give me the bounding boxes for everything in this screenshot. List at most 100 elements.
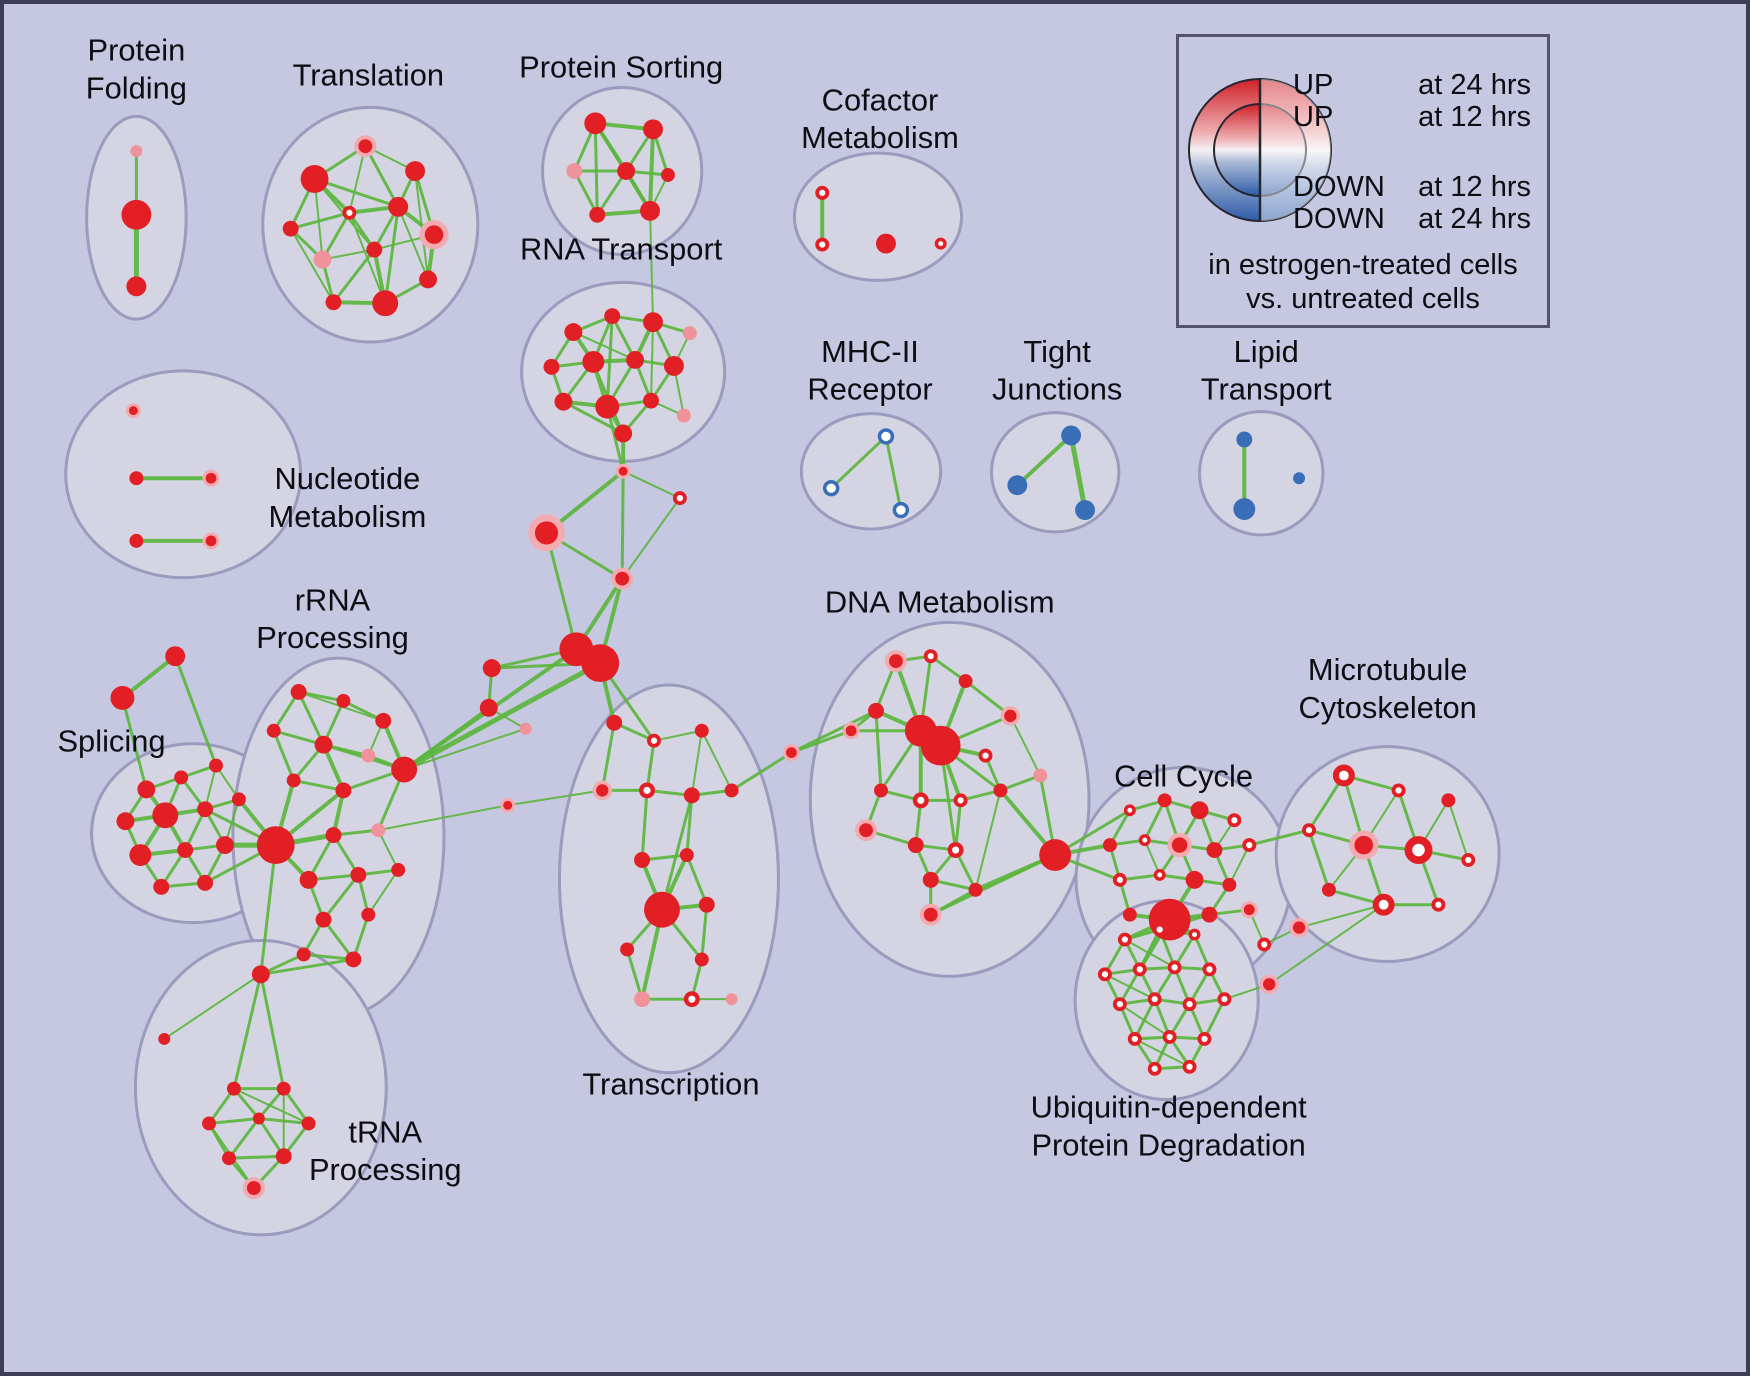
network-node <box>174 770 189 785</box>
network-edge <box>1143 839 1161 876</box>
network-node <box>923 649 938 664</box>
network-node <box>1000 706 1021 726</box>
network-node <box>1182 997 1197 1012</box>
network-node <box>1372 893 1395 916</box>
network-edge <box>685 793 694 857</box>
cluster-mhc-ii-receptor <box>799 412 943 531</box>
network-edge <box>998 773 1042 792</box>
network-node <box>672 491 687 506</box>
legend-row-down-24: DOWN at 24 hrs <box>1179 203 1547 235</box>
network-node <box>676 408 691 423</box>
network-edge <box>297 690 326 747</box>
network-node <box>694 723 709 738</box>
network-node <box>953 793 968 808</box>
network-node <box>197 801 214 818</box>
cluster-label-translation: Translation <box>293 58 444 93</box>
network-node <box>375 712 392 729</box>
cluster-label-splicing: Splicing <box>57 724 165 759</box>
network-node <box>606 714 623 731</box>
network-edge <box>506 789 604 807</box>
network-node <box>1123 804 1136 817</box>
network-node <box>1097 967 1112 982</box>
network-node <box>978 748 993 763</box>
legend-up-12-label: UP <box>1293 101 1334 133</box>
network-edge <box>700 729 733 792</box>
network-node <box>643 312 663 333</box>
cluster-label-lipid-transport: Transport <box>1201 372 1332 407</box>
network-node <box>868 702 884 719</box>
network-edge <box>1138 928 1162 971</box>
network-node <box>1236 431 1253 448</box>
network-node <box>1117 932 1132 947</box>
network-node <box>884 650 907 673</box>
network-node <box>554 392 573 411</box>
network-edge <box>649 209 655 324</box>
network-node <box>639 782 656 799</box>
legend-up-24-label: UP <box>1293 69 1334 101</box>
network-node <box>202 469 220 487</box>
network-edge <box>302 952 355 961</box>
network-node <box>634 991 651 1008</box>
network-edge <box>600 721 616 792</box>
network-node <box>405 161 426 181</box>
network-node <box>1127 1031 1142 1046</box>
network-edge <box>313 177 400 209</box>
network-node <box>1147 992 1162 1007</box>
network-node <box>116 812 135 831</box>
network-node <box>1332 764 1355 787</box>
cluster-label-trna-processing: Processing <box>309 1152 462 1187</box>
legend-down-24-time: at 24 hrs <box>1418 203 1531 235</box>
network-node <box>1188 928 1201 941</box>
network-edge <box>207 1087 236 1125</box>
network-edge <box>1068 432 1088 513</box>
network-node <box>543 358 560 375</box>
cluster-label-mhc-ii-receptor: MHC-II <box>821 334 919 369</box>
network-node <box>314 735 333 754</box>
network-node <box>1190 801 1209 820</box>
network-edge <box>232 972 263 1091</box>
network-node <box>1122 907 1137 922</box>
cluster-label-protein-sorting: Protein Sorting <box>519 50 723 85</box>
network-node <box>216 836 234 855</box>
network-node <box>694 952 709 967</box>
network-node <box>1289 917 1309 938</box>
network-edge <box>593 121 599 217</box>
network-edge <box>1015 433 1074 488</box>
cluster-tight-junctions <box>989 411 1121 534</box>
network-node <box>153 878 170 895</box>
network-edge <box>377 829 400 871</box>
network-node <box>1217 992 1232 1007</box>
network-node <box>643 119 663 140</box>
network-edge <box>331 248 376 304</box>
network-edge <box>572 169 599 217</box>
network-edge <box>259 843 278 976</box>
network-node <box>1112 997 1127 1012</box>
cluster-cofactor-metabolism <box>792 151 964 282</box>
network-node <box>1157 793 1172 808</box>
network-node <box>1302 823 1316 838</box>
cluster-label-dna-metabolism: DNA Metabolism <box>825 584 1055 619</box>
network-node <box>564 323 583 342</box>
network-node <box>226 1081 241 1096</box>
network-node <box>698 896 715 913</box>
network-edge <box>645 739 656 792</box>
network-edge <box>367 868 400 916</box>
cluster-label-protein-folding: Folding <box>86 70 187 105</box>
network-node <box>345 951 362 968</box>
cluster-label-transcription: Transcription <box>582 1067 759 1102</box>
network-node <box>276 1081 291 1096</box>
network-node <box>500 797 516 813</box>
network-edge <box>1298 903 1385 929</box>
network-node <box>1441 793 1456 808</box>
network-edge <box>397 205 430 281</box>
network-node <box>724 783 739 798</box>
network-node <box>815 185 830 200</box>
network-edge <box>640 788 649 862</box>
network-edge <box>625 947 644 1001</box>
network-node <box>1240 901 1258 919</box>
network-node <box>679 848 694 862</box>
network-node <box>202 532 220 550</box>
network-node <box>350 866 367 883</box>
network-edge <box>322 873 360 922</box>
